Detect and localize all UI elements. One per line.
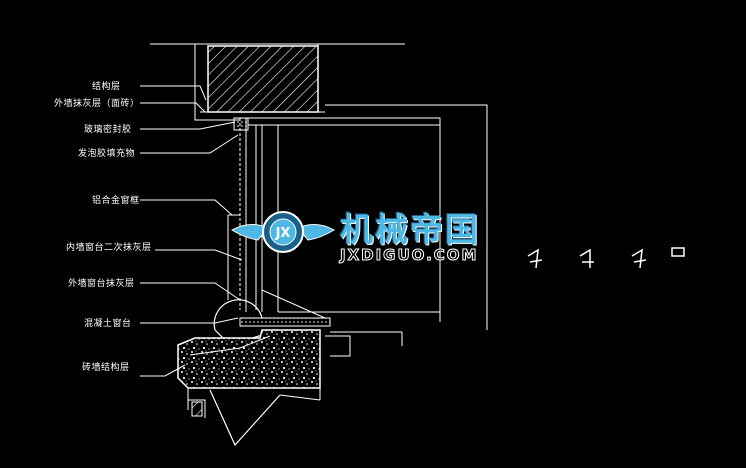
watermark-logo-icon: JX: [231, 211, 335, 253]
label-aluminum-frame: 铝合金窗框: [92, 196, 140, 206]
label-foam-filler: 发泡胶填充物: [78, 149, 136, 159]
label-exterior-plaster: 外墙抹灰层（面砖）: [54, 99, 140, 109]
wall-outline: [240, 104, 488, 346]
watermark-cn: 机械帝国: [340, 210, 480, 249]
label-exterior-sill-plaster: 外墙窗台抹灰层: [68, 279, 135, 289]
leader-lines: [140, 85, 243, 377]
label-concrete-sill: 混凝土窗台: [84, 319, 132, 329]
label-structure: 结构层: [92, 82, 121, 92]
watermark-logo-text: JX: [275, 226, 291, 241]
label-interior-sill-plaster: 内墙窗台二次抹灰层: [66, 243, 152, 253]
watermark-en: JXDIGUO.COM: [339, 246, 479, 265]
annotation-marks: [527, 247, 685, 269]
label-brick-structure: 砖墙结构层: [82, 363, 130, 373]
top-lintel: [150, 43, 405, 121]
concrete-sill: [177, 329, 351, 447]
label-glass-sealant: 玻璃密封胶: [84, 125, 132, 135]
aluminum-window-frame: [227, 117, 440, 327]
